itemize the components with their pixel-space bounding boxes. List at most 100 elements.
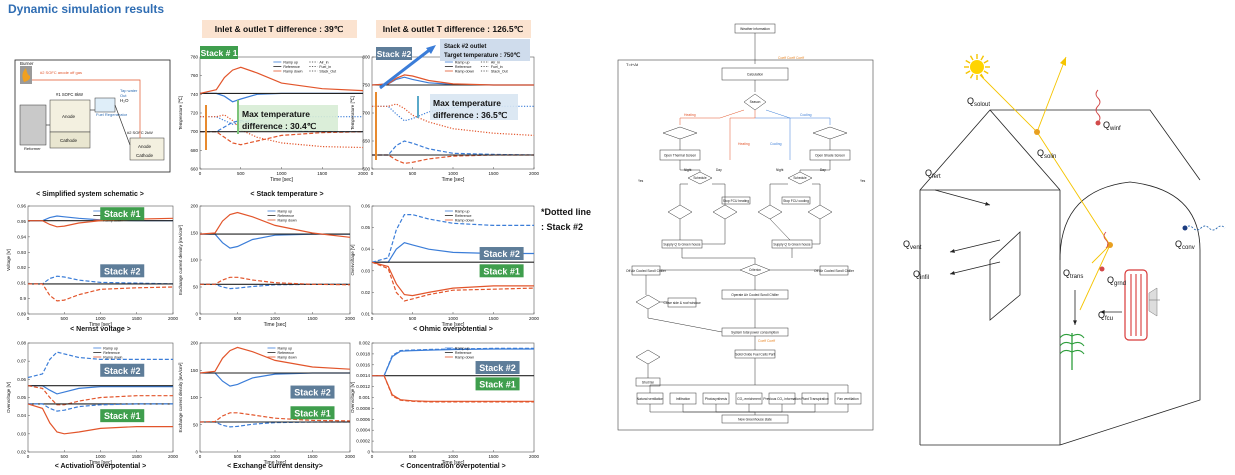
y-tick-label: 650 — [362, 139, 370, 144]
fert-arrow-head — [985, 201, 990, 206]
x-axis-label: Time [sec] — [270, 177, 293, 183]
y-tick-label: 200 — [190, 204, 198, 209]
leaf — [1071, 349, 1085, 355]
side-note-1: *Dotted line — [541, 207, 591, 217]
flow-schedule-heat-label: Schedule — [693, 176, 707, 180]
flow-yes: Yes — [860, 179, 866, 183]
series-line-0 — [27, 351, 173, 379]
x-axis-label: Time [sec] — [442, 322, 465, 328]
y-tick-label: 0.96 — [17, 204, 26, 209]
y-tick-label: 0.05 — [17, 395, 26, 400]
flow-process-0-label: Natural ventilation — [637, 397, 664, 401]
stack-badge — [479, 247, 524, 261]
y-axis-label: Temperature [℃] — [178, 96, 183, 130]
stack-badge-label: Stack #1 — [294, 408, 331, 418]
flow-line — [812, 183, 821, 205]
legend-entry: Reference — [455, 65, 472, 69]
x-tick-label: 2000 — [168, 316, 179, 321]
flow-process-1-label: Infiltration — [676, 397, 690, 401]
y-tick-label: 0.0018 — [356, 351, 370, 356]
legend-entry: Ramp up — [283, 61, 298, 65]
flow-operate-label: Operate Air Cooled Scroll Chiller — [731, 293, 779, 297]
sun-ray — [969, 73, 974, 79]
flow-night: Night — [684, 168, 692, 172]
sun-ray — [980, 55, 985, 61]
x-tick-label: 1500 — [488, 454, 499, 459]
y-tick-label: 800 — [362, 55, 370, 60]
y-tick-label: 780 — [190, 55, 198, 60]
anode-label: Anode — [62, 114, 76, 119]
flow-line — [755, 384, 849, 393]
y-tick-label: 0.04 — [361, 247, 370, 252]
stack-badge-label: Stack #1 — [483, 266, 520, 276]
y-tick-label: 200 — [190, 341, 198, 346]
flow-calc-label: Calculation — [747, 72, 763, 76]
series-line-2 — [371, 74, 534, 86]
x-tick-label: 1000 — [448, 316, 459, 321]
x-tick-label: 1000 — [448, 171, 459, 176]
y-tick-label: 0.91 — [17, 281, 26, 286]
x-tick-label: 1500 — [488, 171, 499, 176]
q-label-conv: Qconv — [1175, 239, 1195, 251]
y-tick-label: 720 — [190, 111, 198, 116]
legend-entry: Reference — [455, 351, 472, 355]
arrow-head — [1060, 57, 1066, 66]
fuel-regenerator — [94, 97, 116, 113]
fcu-icon — [1124, 269, 1160, 341]
flow-heating: Heating — [684, 113, 696, 117]
legend-entry: Reference — [278, 351, 295, 355]
series-line-3 — [372, 347, 534, 377]
flow-criterion-label: Criterion — [749, 268, 761, 272]
series-line-4 — [372, 375, 534, 403]
series-line-5 — [28, 283, 174, 302]
flow-line — [755, 404, 849, 413]
target-line-2: Target temperature : 750℃ — [444, 52, 521, 59]
legend-entry: Ramp down — [455, 356, 474, 360]
x-tick-label: 0 — [371, 316, 374, 321]
y-tick-label: 0.89 — [17, 312, 26, 317]
temp-header-2: Inlet & outlet T difference : 126.5℃ — [383, 24, 524, 34]
flow-off-scroll — [819, 265, 849, 276]
flow-stop-heat — [721, 196, 751, 205]
y-tick-label: 0.0006 — [356, 417, 370, 422]
flow-line — [649, 404, 755, 413]
flow-power-decision — [635, 349, 661, 365]
legend-entry: Reference — [455, 214, 472, 218]
chart-caption: < Nernst voltage > — [70, 326, 131, 333]
trans-arrow-head — [1073, 320, 1077, 325]
flow-schedule-heat — [687, 171, 713, 185]
legend-entry: Air_in — [319, 61, 328, 65]
series-line-6 — [200, 131, 364, 146]
x-tick-label: 2000 — [529, 454, 540, 459]
x-tick-label: 1500 — [307, 454, 318, 459]
stack-badge-label: Stack #1 — [104, 209, 141, 219]
stack-badge-label: Stack #2 — [483, 249, 520, 259]
y-tick-label: 0.01 — [361, 312, 370, 317]
legend-entry: Reference — [283, 65, 300, 69]
y-tick-label: 0.0002 — [356, 439, 370, 444]
flow-temp-2 — [712, 204, 738, 220]
q-label-winf: Qwinf — [1103, 120, 1121, 132]
sun-ray — [983, 70, 989, 75]
y-tick-label: 0.002 — [359, 341, 371, 346]
flow-line — [765, 109, 831, 125]
x-tick-label: 500 — [237, 171, 245, 176]
x-tick-label: 500 — [409, 454, 417, 459]
leaf — [1059, 349, 1073, 355]
temp-header-bg — [376, 20, 531, 38]
cathode-label: Cathode — [60, 138, 78, 143]
y-tick-label: 0.0014 — [356, 373, 370, 378]
flow-line — [812, 219, 821, 245]
y-axis-label: Exchange current density [mA/cm²] — [178, 225, 183, 295]
fcu-fan — [1148, 287, 1158, 317]
tap-water-label: Tap water — [120, 88, 138, 93]
legend-entry: Ramp down — [103, 219, 122, 223]
sun-disk — [970, 60, 984, 74]
flow-cooling: Cooling — [770, 142, 782, 146]
reflection-point — [1107, 242, 1113, 248]
fert-arrow — [934, 189, 991, 206]
